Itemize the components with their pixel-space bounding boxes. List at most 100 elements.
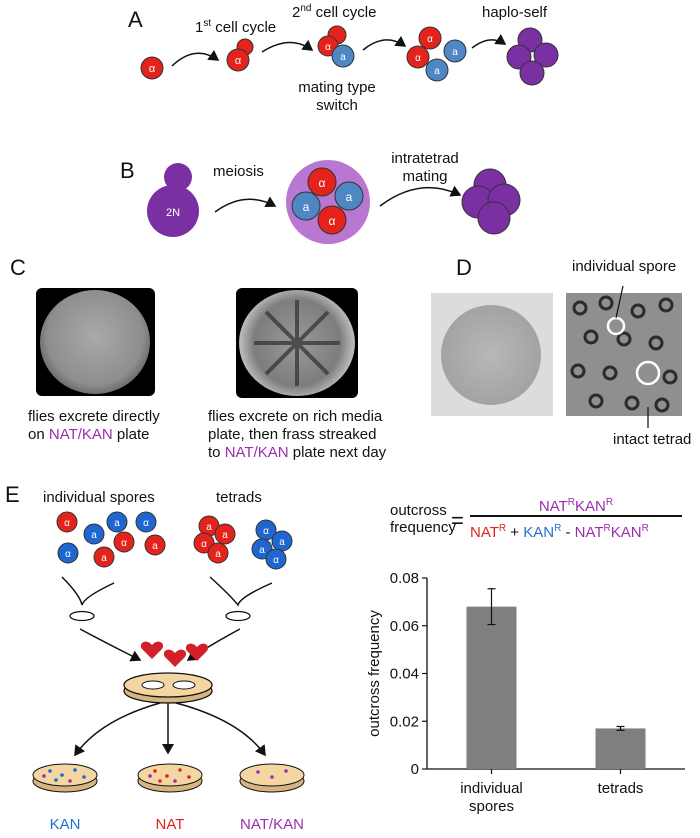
panel-letter-b: B [120, 158, 135, 183]
y-axis-label: outcross frequency [366, 610, 383, 737]
micrograph-high-mag [566, 293, 682, 416]
ascus-tetrad: α a a α [286, 160, 370, 244]
panel-e-schematic: α a α a α a α a a a α a α a a α [32, 511, 305, 793]
tube-tetrads [225, 610, 251, 622]
micrograph-callouts [615, 285, 649, 428]
svg-text:α: α [329, 214, 336, 228]
formula-equals: = [451, 508, 464, 533]
x-tick-label: tetrads [598, 780, 644, 797]
budding-alpha-cell: α [226, 38, 254, 72]
arrow [79, 628, 142, 662]
arrow [171, 49, 220, 67]
svg-text:α: α [201, 539, 207, 550]
svg-text:a: a [101, 553, 107, 564]
four-cell-cluster: α a α a [406, 26, 467, 82]
bar [466, 606, 517, 769]
plate-photo-streaked [236, 288, 358, 398]
tube-spores [69, 610, 95, 622]
svg-text:a: a [222, 530, 228, 541]
natkan-plate-label: NAT/KAN [240, 816, 304, 833]
x-tick-label: individual [460, 780, 523, 797]
nat-plate [137, 763, 203, 793]
haplo-self-label: haplo-self [482, 4, 548, 21]
outcross-frequency-bar-chart: 0 0.02 0.04 0.06 0.08 outcross frequency indiv… [366, 570, 685, 815]
svg-text:α: α [415, 53, 421, 64]
svg-text:a: a [340, 52, 346, 63]
svg-text:a: a [452, 47, 458, 58]
svg-text:a: a [152, 541, 158, 552]
kan-plate-label: KAN [49, 816, 81, 833]
mated-diploid-cells [461, 168, 521, 235]
svg-text:α: α [65, 549, 71, 560]
svg-text:α: α [427, 34, 433, 45]
individual-spore-label: individual spore [572, 258, 677, 275]
svg-text:a: a [279, 537, 285, 548]
svg-text:a: a [215, 549, 221, 560]
panel-letter-c: C [10, 255, 26, 280]
svg-text:α: α [143, 518, 149, 529]
svg-text:α: α [121, 538, 127, 549]
svg-text:a: a [346, 190, 353, 204]
svg-text:a: a [434, 66, 440, 77]
arrow [186, 628, 241, 661]
diploid-cell: 2N [147, 163, 199, 237]
heart-icons [140, 641, 209, 667]
panel-letter-a: A [128, 7, 143, 32]
svg-text:α: α [263, 526, 269, 537]
y-tick-label: 0.06 [390, 618, 419, 635]
arrow [379, 185, 462, 207]
panel-b-diagram: 2N α a a α [147, 160, 521, 244]
formula-denominator: NATR + KANR - NATRKANR [470, 523, 649, 541]
arrow [175, 702, 266, 757]
arrow [214, 196, 277, 213]
svg-text:a: a [114, 518, 120, 529]
svg-text:a: a [259, 545, 265, 556]
bar [595, 728, 646, 769]
svg-text:α: α [149, 63, 156, 75]
panel-letter-d: D [456, 255, 472, 280]
svg-text:a: a [206, 522, 212, 533]
mating-plate [123, 672, 213, 704]
arrow [362, 35, 407, 51]
svg-text:a: a [303, 200, 310, 214]
tetrads-label: tetrads [216, 489, 262, 506]
arrow [74, 702, 161, 757]
y-tick-label: 0.02 [390, 713, 419, 730]
y-tick-label: 0.08 [390, 570, 419, 587]
tetrads-cells: a a α a α a a α [193, 515, 293, 570]
funnel-arrow-tetrads [209, 576, 273, 607]
caption-direct: flies excrete directly on NAT/KAN plate [28, 408, 160, 443]
meiosis-label: meiosis [213, 163, 264, 180]
funnel-arrow-spores [61, 576, 115, 606]
mating-switch-cells: α a [317, 25, 355, 68]
svg-text:α: α [235, 55, 242, 67]
plate-photo-direct [36, 288, 155, 396]
micrograph-low-mag [431, 293, 553, 416]
individual-spores-cells: α a α a α a α a [56, 511, 166, 568]
svg-text:α: α [273, 555, 279, 566]
formula-numerator: NATRKANR [538, 497, 614, 515]
second-cell-cycle-label: 2nd cell cycle [292, 3, 377, 21]
x-tick-label: spores [469, 798, 514, 815]
y-tick-label: 0.04 [390, 666, 419, 683]
svg-text:α: α [325, 42, 331, 53]
intact-tetrad-label: intact tetrad [613, 431, 692, 448]
svg-text:α: α [64, 518, 70, 529]
nat-plate-label: NAT [155, 816, 185, 833]
arrow [471, 34, 507, 49]
svg-text:2N: 2N [166, 207, 180, 219]
natkan-plate [239, 763, 305, 793]
alpha-cell: α [140, 56, 164, 80]
y-tick-label: 0 [411, 761, 419, 778]
diploid-zygote-cells [506, 27, 559, 86]
formula-fraction-bar [470, 515, 682, 517]
arrow [261, 39, 314, 53]
kan-plate [32, 763, 98, 793]
svg-text:α: α [319, 176, 326, 190]
individual-spores-label: individual spores [43, 489, 155, 506]
panel-a-diagram: α α α a α a α a [140, 25, 559, 86]
first-cell-cycle-label: 1st cell cycle [195, 18, 277, 36]
